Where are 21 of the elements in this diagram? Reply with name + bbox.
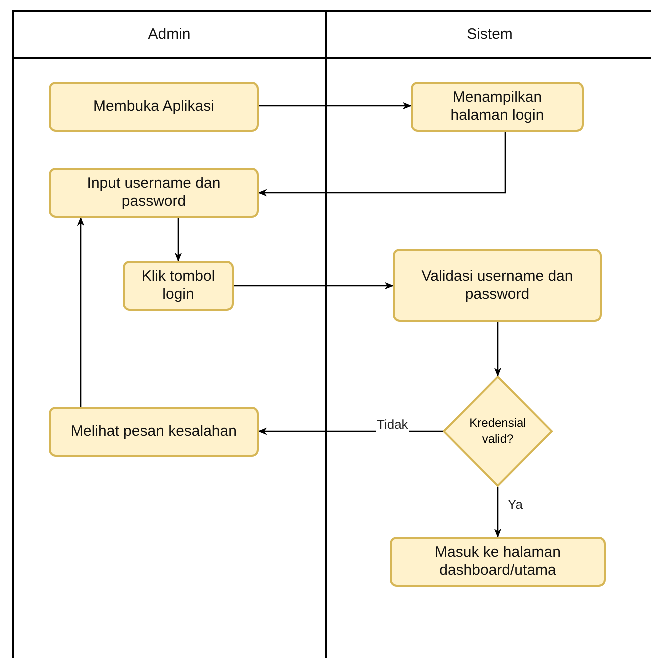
lane-header: Admin: [14, 12, 325, 59]
edge-label: Ya: [507, 497, 524, 512]
edge-label: Tidak: [376, 417, 410, 432]
decision-text: Kredensial valid?: [468, 416, 528, 448]
arrow: [234, 282, 394, 290]
arrow: [174, 218, 182, 262]
process-box: Membuka Aplikasi: [49, 82, 259, 132]
process-box: Input username dan password: [49, 168, 259, 218]
decision-diamond: [443, 376, 553, 487]
process-box: Melihat pesan kesalahan: [49, 407, 259, 457]
arrow: [494, 322, 502, 377]
arrow: [259, 102, 412, 110]
process-box: Masuk ke halaman dashboard/utama: [390, 537, 606, 587]
process-box: Validasi username dan password: [393, 249, 602, 322]
arrow: [77, 217, 85, 407]
process-box: Klik tombol login: [123, 261, 234, 311]
arrow: [494, 487, 502, 538]
process-box: Menampilkan halaman login: [411, 82, 584, 132]
lane-header: Sistem: [327, 12, 651, 59]
arrow: [258, 132, 506, 197]
swimlane: [12, 10, 327, 658]
